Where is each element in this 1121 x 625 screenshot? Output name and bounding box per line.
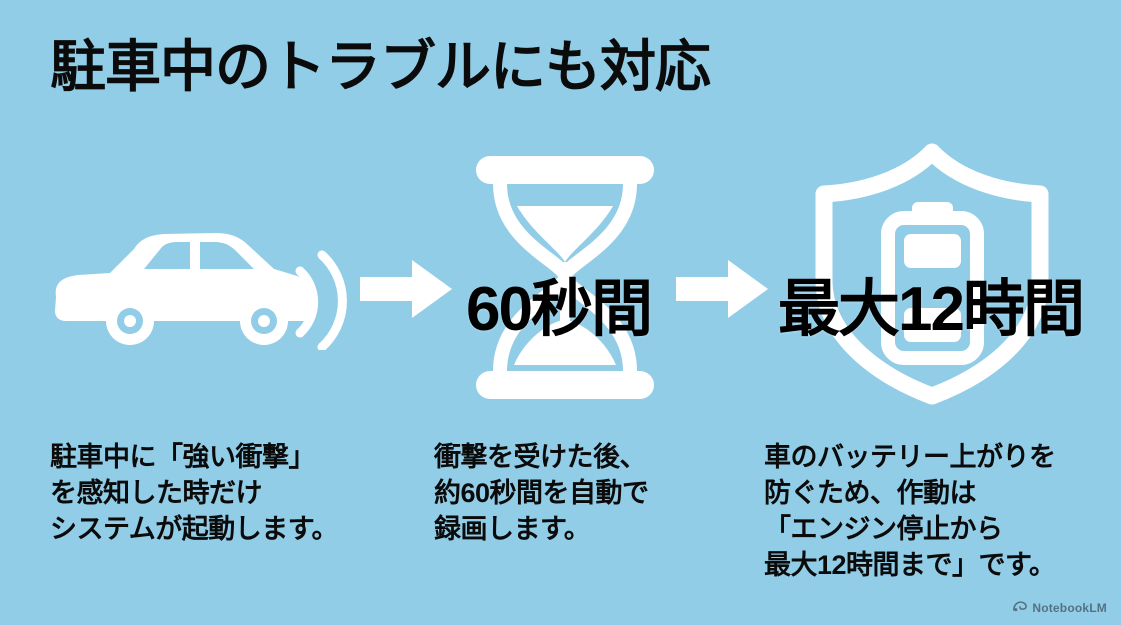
page-title: 駐車中のトラブルにも対応 — [50, 35, 711, 98]
caption-line: 最大12時間まで」です。 — [764, 549, 1056, 580]
caption-line: 録画します。 — [434, 513, 591, 544]
overlay-label-max-12-hours: 最大12時間 — [778, 275, 1085, 344]
caption-line: 防ぐため、作動は — [764, 477, 976, 508]
caption-line: 約60秒間を自動で — [434, 477, 649, 508]
overlay-label-60-seconds: 60秒間 — [466, 275, 653, 344]
caption-line: 車のバッテリー上がりを — [764, 442, 1056, 472]
caption-step-battery: 車のバッテリー上がりを 防ぐため、作動は 「エンジン停止から 最大12時間まで」… — [764, 440, 1056, 584]
arrow-right-icon-2 — [676, 258, 768, 320]
caption-line: を感知した時だけ — [50, 477, 263, 508]
notebooklm-watermark: NotebookLM — [1013, 599, 1107, 617]
shield-with-battery-icon — [800, 140, 1065, 405]
caption-line: 衝撃を受けた後、 — [434, 442, 646, 472]
caption-line: 駐車中に「強い衝撃」 — [50, 442, 316, 472]
notebooklm-watermark-label: NotebookLM — [1032, 601, 1107, 615]
caption-step-detect: 駐車中に「強い衝撃」 を感知した時だけ システムが起動します。 — [50, 440, 339, 548]
notebooklm-logo-icon — [1013, 599, 1028, 617]
hourglass-icon — [470, 150, 660, 405]
caption-line: システムが起動します。 — [50, 513, 339, 544]
arrow-right-icon-1 — [360, 258, 452, 320]
car-with-signal-waves-icon — [48, 225, 348, 352]
caption-step-record: 衝撃を受けた後、 約60秒間を自動で 録画します。 — [434, 440, 649, 548]
caption-line: 「エンジン停止から — [764, 513, 1003, 544]
